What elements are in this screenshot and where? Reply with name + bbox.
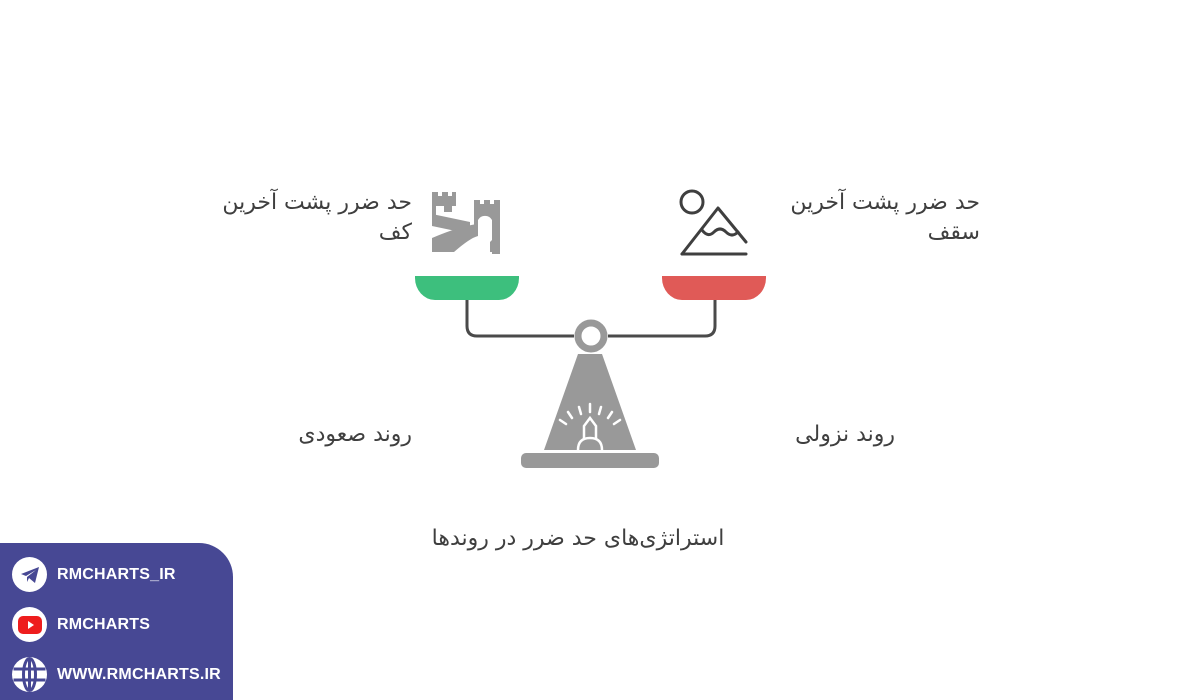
left-pan-label: حد ضرر پشت آخرین کف (222, 190, 412, 245)
balance-beam (465, 300, 717, 353)
social-item-telegram[interactable]: RMCHARTS_IR (12, 557, 176, 592)
telegram-icon (12, 557, 47, 592)
social-label: WWW.RMCHARTS.IR (57, 665, 221, 683)
left-pan (415, 276, 519, 300)
right-pan (662, 276, 766, 300)
right-pan-label: حد ضرر پشت آخرین سقف (790, 190, 980, 245)
youtube-icon (12, 607, 47, 642)
social-item-youtube[interactable]: RMCHARTS (12, 607, 150, 642)
social-panel: RMCHARTS_IR RMCHARTS WWW.RMCHARTS.IR (0, 543, 233, 700)
castle-wall-icon (432, 192, 500, 254)
social-label: RMCHARTS_IR (57, 565, 176, 583)
social-label: RMCHARTS (57, 615, 151, 633)
mountain-sun-icon (679, 189, 748, 256)
globe-icon (12, 657, 47, 692)
uptrend-label: روند صعودی (298, 422, 412, 447)
downtrend-label: روند نزولی (795, 422, 895, 447)
diagram-title: استراتژی‌های حد ضرر در روندها (431, 526, 725, 551)
alarm-light-icon (521, 354, 659, 468)
social-item-website[interactable]: WWW.RMCHARTS.IR (12, 657, 221, 692)
